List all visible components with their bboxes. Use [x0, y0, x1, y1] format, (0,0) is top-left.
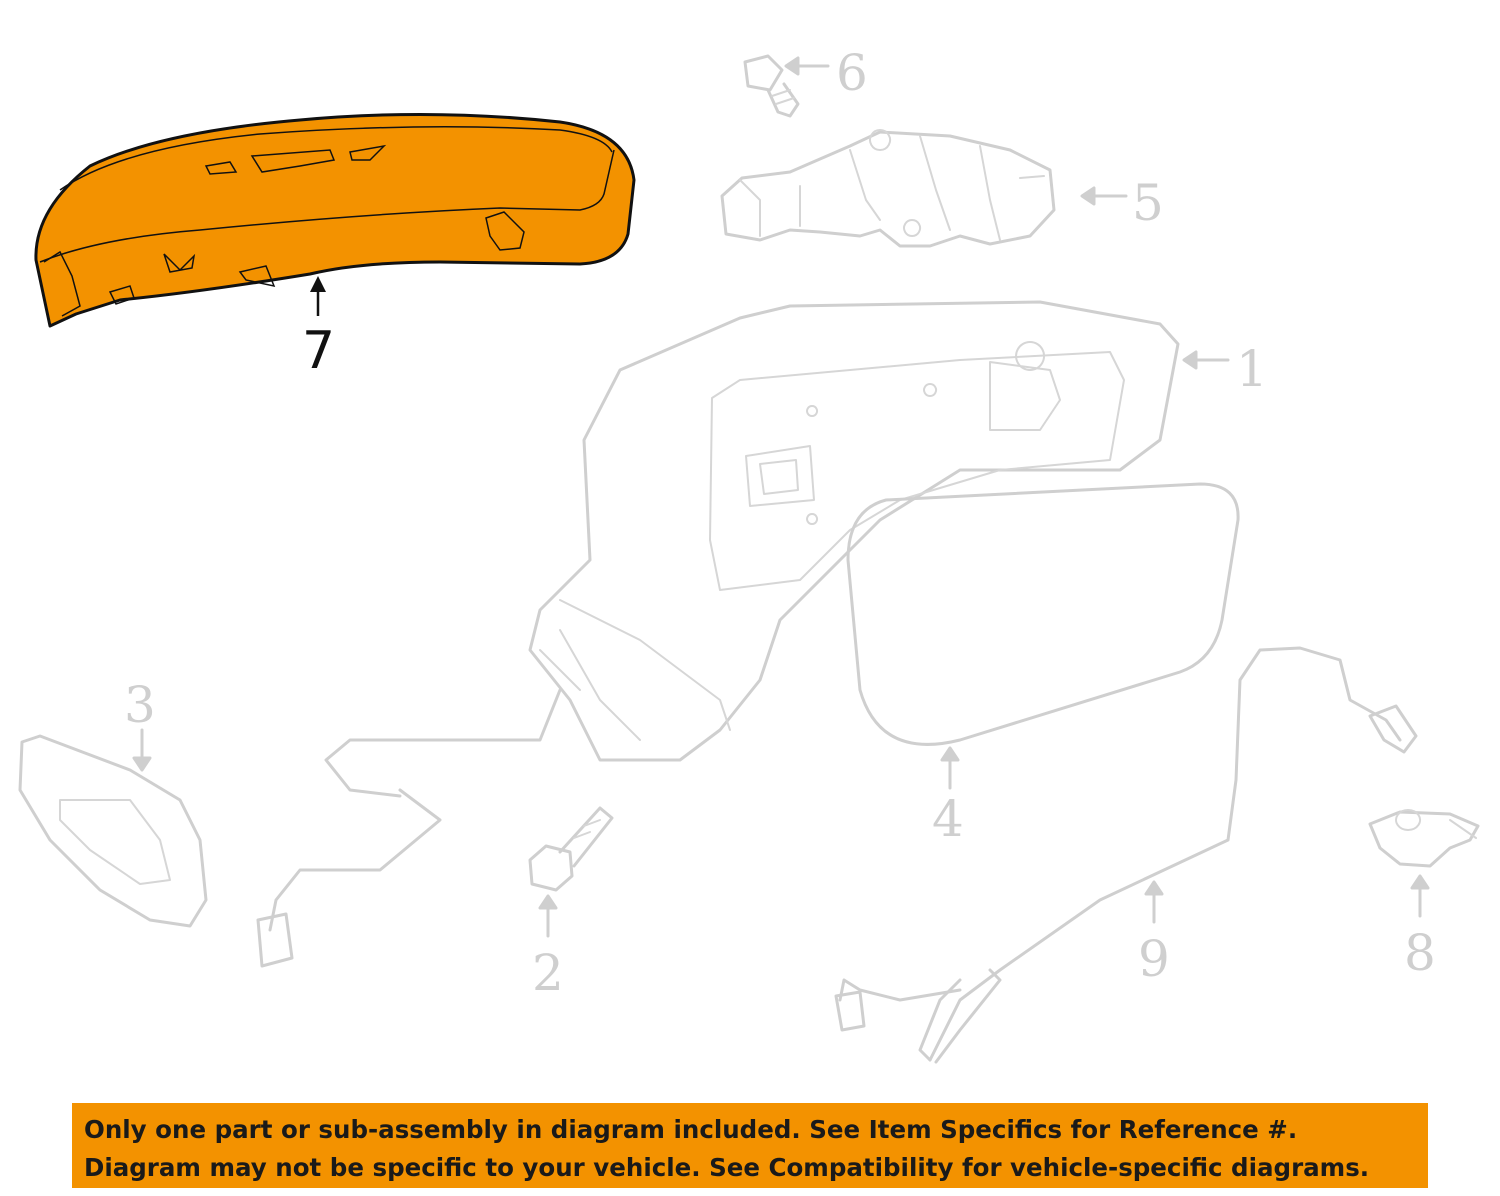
callout-6: 6 [836, 44, 868, 102]
callout-4: 4 [932, 790, 964, 848]
part-5-bracket [720, 129, 1128, 248]
callout-3: 3 [124, 676, 156, 734]
part-3-turn-signal [18, 728, 208, 928]
callout-1: 1 [1236, 340, 1268, 398]
callout-5: 5 [1132, 174, 1164, 232]
part-9-harness [834, 646, 1418, 1064]
housing-harness [256, 688, 562, 968]
callout-7: 7 [302, 321, 335, 381]
callout-8: 8 [1404, 924, 1436, 982]
part-1-mirror-housing [528, 300, 1230, 762]
callout-9: 9 [1138, 930, 1170, 988]
part-7-mirror-cover [34, 112, 636, 328]
disclaimer-line-2: Diagram may not be specific to your vehi… [84, 1153, 1370, 1182]
callout-2: 2 [532, 944, 564, 1002]
part-8-clip [1368, 809, 1480, 918]
part-4-mirror-glass [846, 482, 1240, 790]
disclaimer-line-1: Only one part or sub-assembly in diagram… [84, 1115, 1298, 1144]
part-6-bolt [743, 54, 830, 118]
disclaimer-banner: Only one part or sub-assembly in diagram… [72, 1103, 1428, 1188]
part-2-bolt [528, 806, 614, 938]
